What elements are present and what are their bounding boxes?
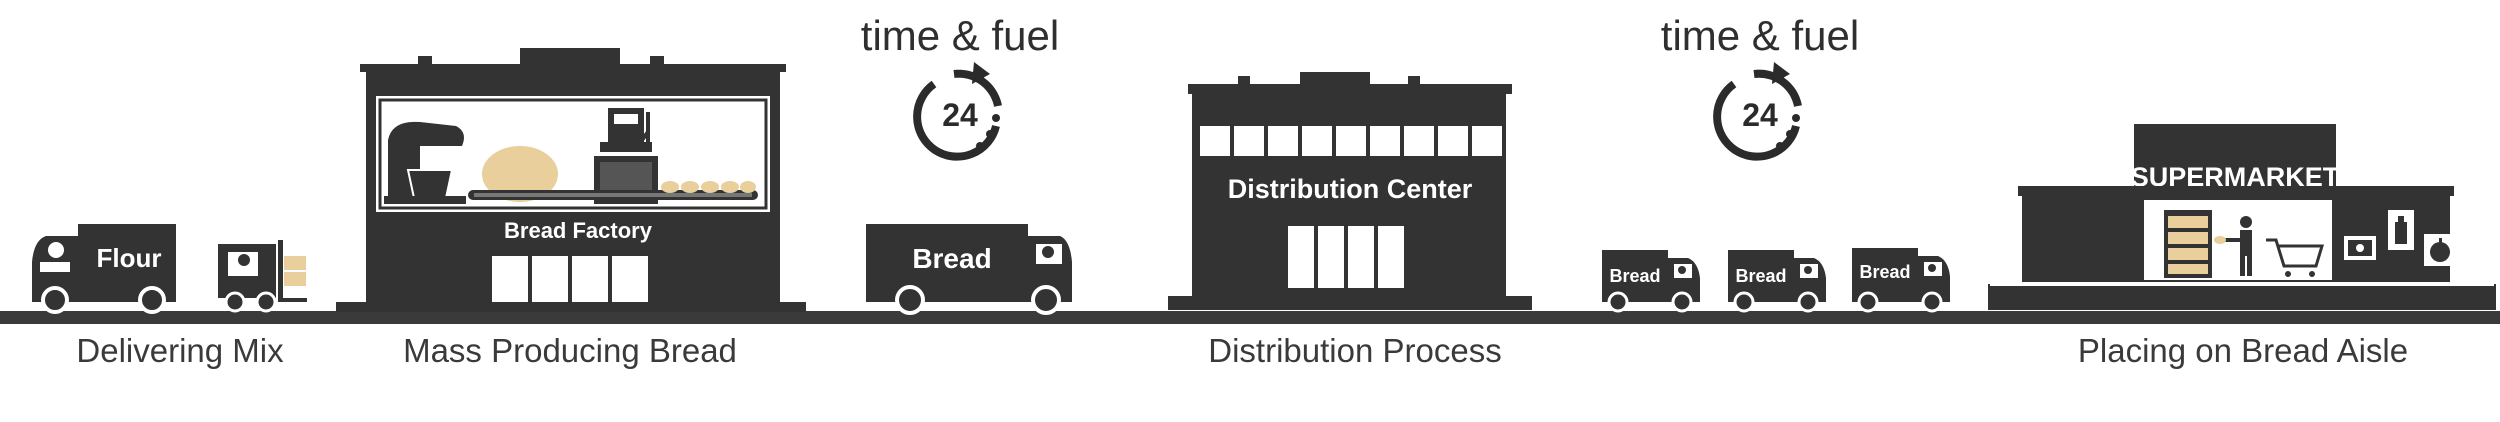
supermarket-base [1988, 284, 2496, 310]
clock-hours: 24 [1742, 97, 1778, 133]
small-bread-truck: Bread [1852, 248, 1950, 313]
dc-door [1348, 226, 1374, 288]
forklift-wheel-icon [255, 291, 277, 313]
small-truck-label: Bread [1859, 262, 1910, 282]
conveyor-icon [468, 190, 758, 200]
flour-sack-icon [284, 256, 306, 270]
bread-shelf-icon [2164, 210, 2212, 278]
dc-label: Distribution Center [1228, 174, 1473, 204]
flour-truck-label: Flour [97, 243, 162, 273]
stage-caption-mass-producing: Mass Producing Bread [403, 332, 737, 369]
flour-truck-window [40, 262, 70, 272]
factory-base [336, 302, 806, 312]
flour-truck-wheel-icon [138, 286, 166, 314]
dough-icon [482, 146, 558, 202]
dc-vent [1408, 76, 1420, 86]
flour-sack-icon [284, 272, 306, 286]
factory-label: Bread Factory [504, 218, 653, 243]
factory-door [492, 256, 528, 302]
dc-door [1318, 226, 1344, 288]
transit-label: time & fuel [860, 12, 1060, 59]
small-bread-truck: Bread [1728, 250, 1826, 313]
flour-truck: Flour [32, 224, 176, 314]
supermarket-sidewalk-line [1990, 282, 2494, 286]
dc-door [1288, 226, 1314, 288]
supermarket-sign-trim [2142, 152, 2328, 156]
small-truck-label: Bread [1735, 266, 1786, 286]
forklift-icon [218, 240, 307, 313]
bread-truck-cargo [866, 224, 1028, 302]
bread-truck-wheel-icon [1031, 285, 1061, 315]
stage-caption-delivering-mix: Delivering Mix [76, 332, 284, 369]
factory-vent [418, 56, 432, 66]
flour-truck-wheel-icon [41, 286, 69, 314]
ground-line [0, 311, 2500, 324]
factory-vent [650, 56, 664, 66]
dc-base [1168, 296, 1532, 310]
bread-truck-wheel-icon [895, 285, 925, 315]
factory-door [572, 256, 608, 302]
bread-truck-label: Bread [912, 243, 991, 274]
factory-door [532, 256, 568, 302]
forklift-mast [278, 240, 283, 302]
supermarket-roof [2018, 186, 2454, 196]
bread-truck-driver-icon [1042, 246, 1054, 258]
bottle-icon [2388, 210, 2414, 250]
clock-hours: 24 [942, 97, 978, 133]
bread-factory: Bread Factory [336, 48, 806, 312]
flour-truck-driver-icon [48, 242, 64, 258]
supermarket: SUPERMARKET [1988, 124, 2496, 310]
stage-caption-distribution: Distribution Process [1208, 332, 1502, 369]
forklift-fork [283, 298, 307, 302]
dc-roof [1188, 84, 1512, 94]
small-truck-label: Bread [1609, 266, 1660, 286]
supermarket-sign-board [2134, 124, 2336, 192]
dc-window-row [1200, 126, 1502, 156]
shopper-icon [2214, 216, 2252, 276]
distribution-center: Distribution Center [1168, 72, 1532, 310]
clock-24-icon: 24 [1713, 62, 1802, 161]
camera-icon [2344, 236, 2376, 260]
dc-roof-unit [1300, 72, 1370, 86]
apple-icon [2424, 234, 2456, 266]
shopping-cart-icon [2266, 238, 2325, 277]
mixer-icon [384, 121, 466, 204]
forklift-wheel-icon [224, 291, 246, 313]
factory-door [612, 256, 648, 302]
dc-door [1378, 226, 1404, 288]
small-bread-truck: Bread [1602, 250, 1700, 313]
dc-vent [1238, 76, 1250, 86]
factory-roof [360, 64, 786, 72]
bread-truck: Bread [866, 224, 1072, 315]
transit-label: time & fuel [1660, 12, 1860, 59]
factory-roof-unit [520, 48, 620, 66]
clock-24-icon: 24 [913, 62, 1002, 161]
forklift-driver-icon [238, 254, 250, 266]
stage-caption-placing-on-aisle: Placing on Bread Aisle [2077, 332, 2409, 369]
bread-loaves-icon [661, 181, 756, 193]
